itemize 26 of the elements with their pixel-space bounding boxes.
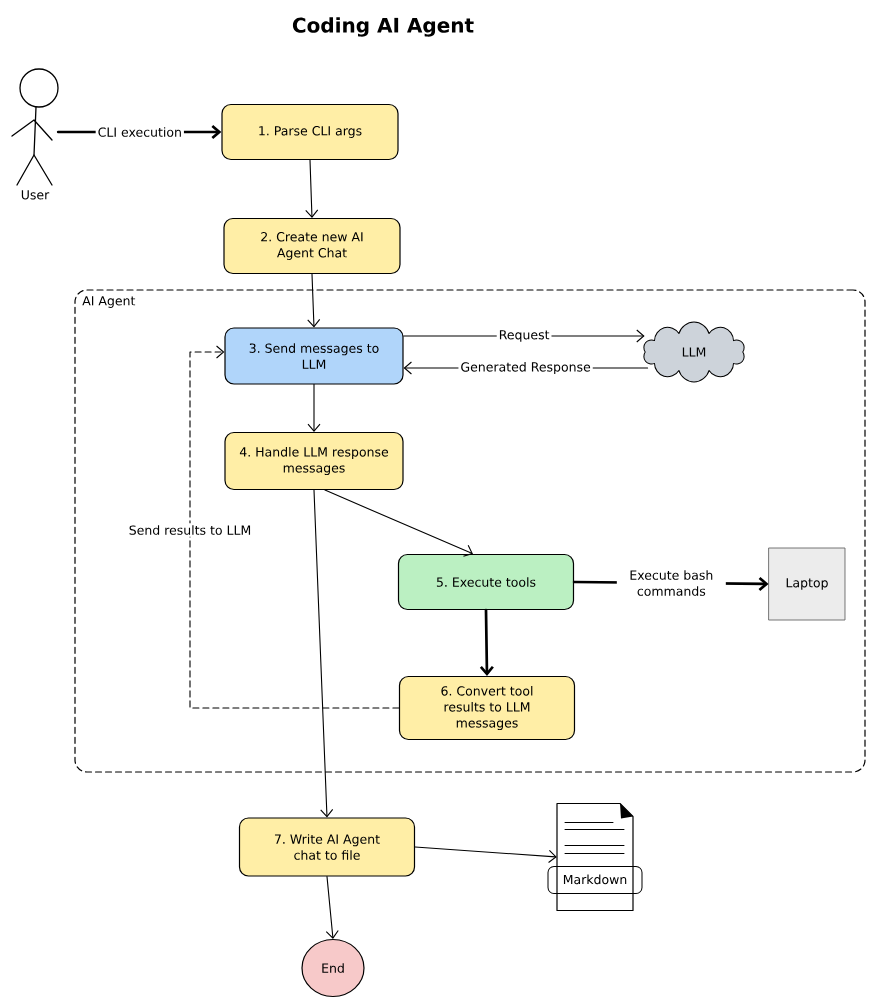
cloud: LLM [643, 321, 745, 383]
edge-label: Request [496, 328, 552, 344]
node-caption: User [21, 190, 50, 200]
process-box: 6. Convert tool results to LLM messages [398, 675, 576, 741]
process-box: 7. Write AI Agent chat to file [238, 817, 416, 877]
square-box: Laptop [768, 547, 846, 621]
arrow [414, 846, 557, 863]
title: Coding AI Agent [292, 17, 474, 37]
arrow [307, 384, 321, 432]
process-box: 2. Create new AI Agent Chat [223, 217, 401, 275]
arrow [324, 489, 473, 557]
document: Markdown [547, 802, 643, 912]
process-box: 4. Handle LLM response messages [224, 431, 404, 491]
arrow [479, 608, 494, 676]
edge-label: Send results to LLM [126, 523, 254, 537]
arrow [325, 876, 339, 939]
arrow [305, 159, 319, 218]
dashed-arrow [189, 345, 400, 709]
process-box: 3. Send messages to LLM [224, 327, 404, 385]
edge-label: Generated Response [458, 359, 593, 377]
edge-label: CLI execution [95, 125, 184, 139]
edge-label: Execute bash commands [616, 568, 726, 598]
arrow [313, 489, 334, 818]
arrow [307, 273, 321, 328]
process-box: 5. Execute tools [397, 553, 575, 611]
process-box: 1. Parse CLI args [221, 103, 399, 161]
